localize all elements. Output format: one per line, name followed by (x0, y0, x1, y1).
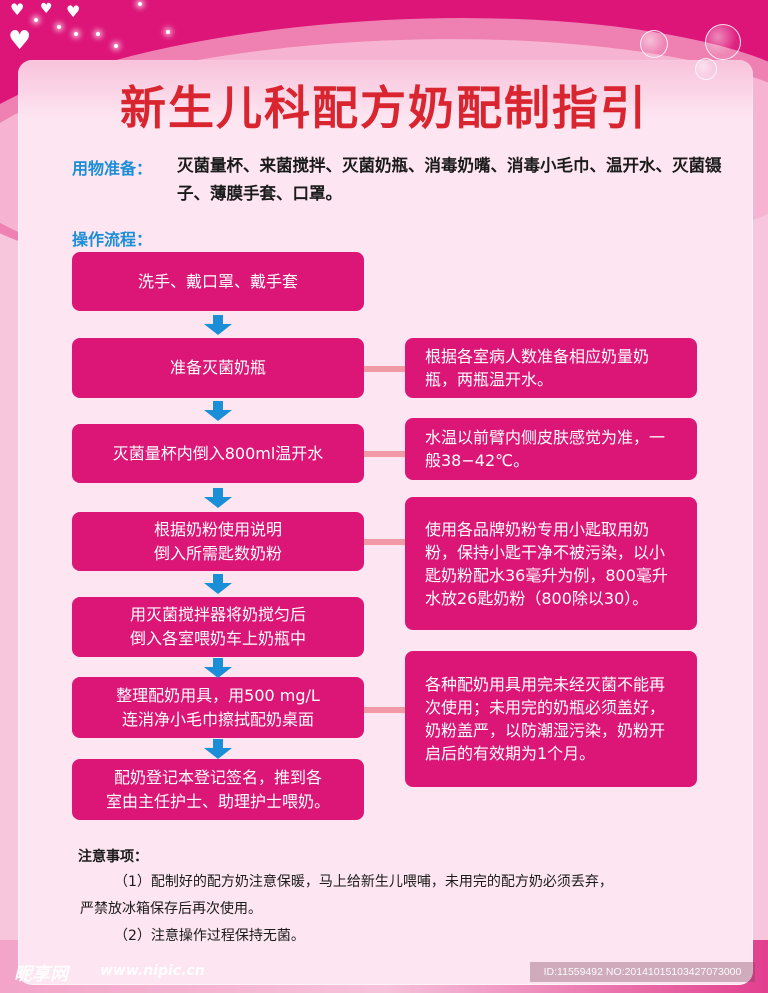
sparkle-icon (166, 30, 170, 34)
panel-glow (18, 60, 753, 120)
heart-icon: ♥ (8, 26, 32, 56)
arrow-down-icon (204, 315, 232, 335)
bubble-icon (695, 58, 717, 80)
step-box-1: 洗手、戴口罩、戴手套 (72, 252, 364, 311)
note-box-4: 各种配奶用具用完未经灭菌不能再次使用；未用完的奶瓶必须盖好，奶粉盖严，以防潮湿污… (405, 651, 697, 787)
materials-label: 用物准备： (72, 159, 153, 178)
step-text-line1: 根据奶粉使用说明 (153, 519, 282, 539)
watermark-url: www.nipic.cn (100, 963, 205, 979)
heart-icon: ♥ (10, 0, 25, 19)
step-text: 洗手、戴口罩、戴手套 (137, 271, 298, 291)
watermark-logo: 昵享网 (14, 964, 68, 985)
step-text-line2: 倒入各室喂奶车上奶瓶中 (129, 629, 306, 648)
step-text: 准备灭菌奶瓶 (169, 358, 266, 377)
note-text: 水温以前臂内侧皮肤感觉为准，一般38−42℃。 (425, 428, 666, 470)
precaution-item-1: （1）配制好的配方奶注意保暖，马上给新生儿喂哺，未用完的配方奶必须丢弃， (114, 874, 613, 890)
step-box-2: 准备灭菌奶瓶 (72, 338, 364, 398)
sparkle-icon (114, 44, 118, 48)
step-text-line1: 配奶登记本登记签名，推到各 (113, 767, 322, 787)
step-text-line1: 用灭菌搅拌器将奶搅匀后 (129, 605, 306, 624)
note-text: 根据各室病人数准备相应奶量奶瓶，两瓶温开水。 (425, 347, 650, 389)
step-text: 灭菌量杯内倒入800ml温开水 (112, 443, 324, 463)
connector-line (364, 539, 406, 545)
arrow-down-icon (204, 658, 232, 678)
step-text-line2: 倒入所需匙数奶粉 (153, 543, 282, 563)
step-box-7: 配奶登记本登记签名，推到各 室由主任护士、助理护士喂奶。 (72, 759, 364, 820)
sparkle-icon (96, 32, 100, 36)
note-box-1: 根据各室病人数准备相应奶量奶瓶，两瓶温开水。 (405, 338, 697, 398)
arrow-down-icon (204, 401, 232, 421)
step-text-line1: 整理配奶用具，用500 mg/L (116, 685, 320, 705)
connector-line (364, 366, 406, 372)
note-text: 使用各品牌奶粉专用小匙取用奶粉，保持小匙干净不被污染，以小匙奶粉配水36毫升为例… (425, 519, 668, 608)
connector-line (364, 451, 406, 457)
heart-icon: ♥ (66, 2, 81, 21)
precaution-item-1-cont: 严禁放冰箱保存后再次使用。 (80, 901, 262, 917)
step-text-line2: 连消净小毛巾擦拭配奶桌面 (121, 709, 314, 729)
bubble-icon (705, 24, 741, 60)
heart-icon: ♥ (40, 1, 53, 17)
step-box-4: 根据奶粉使用说明 倒入所需匙数奶粉 (72, 512, 364, 571)
note-box-2: 水温以前臂内侧皮肤感觉为准，一般38−42℃。 (405, 418, 697, 480)
precaution-item-2: （2）注意操作过程保持无菌。 (114, 928, 305, 944)
step-box-5: 用灭菌搅拌器将奶搅匀后 倒入各室喂奶车上奶瓶中 (72, 597, 364, 657)
step-box-6: 整理配奶用具，用500 mg/L 连消净小毛巾擦拭配奶桌面 (72, 677, 364, 738)
process-label: 操作流程： (72, 230, 153, 249)
arrow-down-icon (204, 574, 232, 594)
materials-list: 灭菌量杯、来菌搅拌、灭菌奶瓶、消毒奶嘴、消毒小毛巾、温开水、灭菌镊子、薄膜手套、… (177, 156, 722, 203)
arrow-down-icon (204, 739, 232, 759)
precautions-title: 注意事项： (78, 849, 148, 865)
note-box-3: 使用各品牌奶粉专用小匙取用奶粉，保持小匙干净不被污染，以小匙奶粉配水36毫升为例… (405, 497, 697, 630)
bubble-icon (640, 30, 668, 58)
step-box-3: 灭菌量杯内倒入800ml温开水 (72, 424, 364, 483)
watermark-id: ID:11559492 NO:20141015103427073000 (530, 962, 755, 982)
sparkle-icon (138, 2, 142, 6)
sparkle-icon (34, 18, 38, 22)
sparkle-icon (74, 32, 78, 36)
page-title: 新生儿科配方奶配制指引 (120, 81, 648, 135)
arrow-down-icon (204, 488, 232, 508)
step-text-line2: 室由主任护士、助理护士喂奶。 (105, 791, 330, 811)
connector-line (364, 707, 406, 713)
sparkle-icon (57, 25, 61, 29)
note-text: 各种配奶用具用完未经灭菌不能再次使用；未用完的奶瓶必须盖好，奶粉盖严，以防潮湿污… (425, 675, 666, 763)
